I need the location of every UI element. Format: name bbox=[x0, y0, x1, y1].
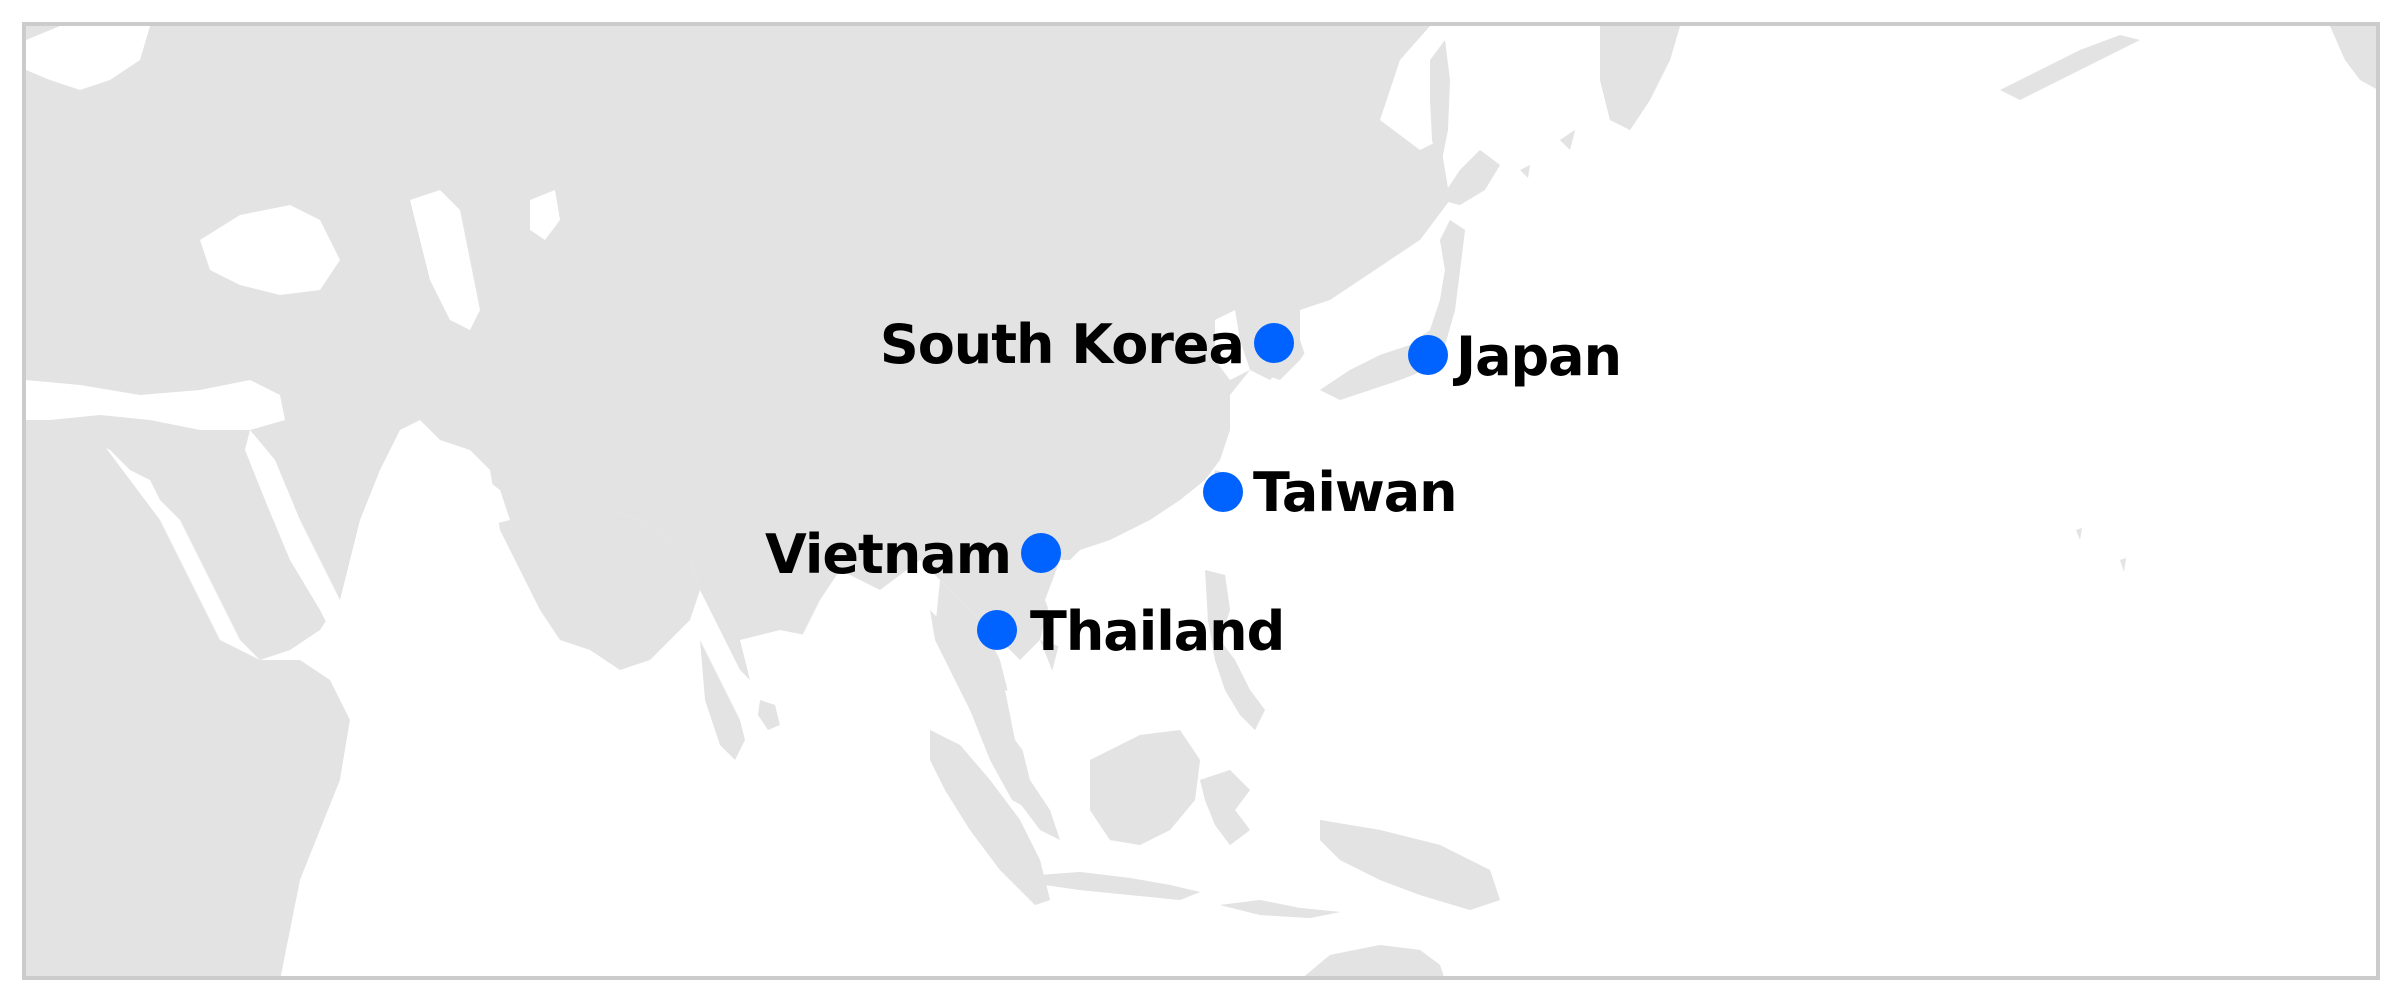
world-basemap bbox=[26, 26, 2376, 976]
arabian-sea bbox=[290, 600, 700, 976]
bay-of-bengal bbox=[740, 630, 930, 800]
location-label-vietnam: Vietnam bbox=[765, 523, 1012, 586]
caspian-sea bbox=[410, 190, 480, 330]
pacific-ocean bbox=[1235, 26, 2376, 976]
map-frame bbox=[22, 22, 2380, 980]
location-marker-taiwan[interactable] bbox=[1203, 472, 1243, 512]
location-marker-vietnam[interactable] bbox=[1021, 533, 1061, 573]
location-marker-south-korea[interactable] bbox=[1254, 323, 1294, 363]
south-china-sea bbox=[1045, 520, 1215, 740]
location-label-taiwan: Taiwan bbox=[1253, 461, 1458, 524]
location-marker-japan[interactable] bbox=[1408, 335, 1448, 375]
yellow-sea bbox=[1215, 310, 1250, 380]
mediterranean-sea bbox=[26, 380, 285, 430]
location-label-thailand: Thailand bbox=[1030, 600, 1285, 663]
africa-landmass bbox=[26, 400, 350, 976]
gulf-of-thailand bbox=[1005, 690, 1050, 760]
location-label-japan: Japan bbox=[1456, 325, 1622, 388]
red-sea bbox=[245, 430, 360, 660]
aral-sea bbox=[530, 190, 560, 240]
sakhalin-island bbox=[1430, 40, 1450, 170]
okhotsk-sea bbox=[1455, 26, 1600, 150]
location-label-south-korea: South Korea bbox=[879, 313, 1245, 376]
india-landmass bbox=[490, 470, 745, 760]
baltic-sea bbox=[26, 26, 150, 90]
location-marker-thailand[interactable] bbox=[977, 610, 1017, 650]
eurasia-landmass bbox=[26, 26, 1450, 700]
sea-of-japan bbox=[1300, 240, 1430, 380]
black-sea bbox=[200, 205, 340, 295]
persian-gulf bbox=[420, 440, 510, 525]
